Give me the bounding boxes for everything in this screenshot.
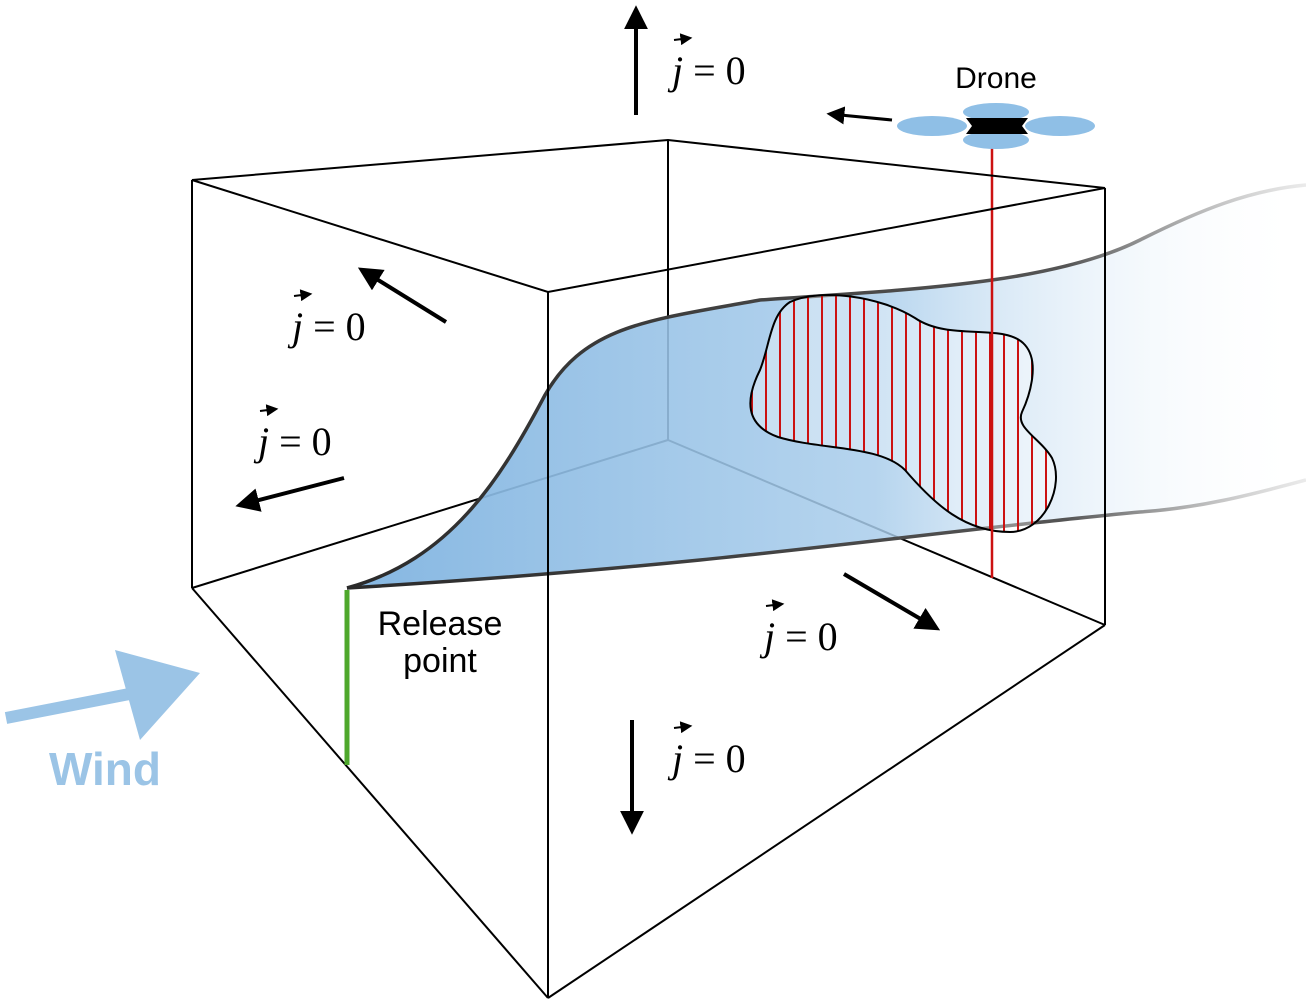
cube-front-edges [191,138,1106,999]
flux-equation-left: j = 0 [253,404,332,464]
drone-direction-arrow [826,106,893,125]
flux-arrow-left [235,476,345,512]
svg-text:j = 0: j = 0 [667,48,746,93]
svg-text:j = 0: j = 0 [253,419,332,464]
release-point-label-line1: Release [378,605,503,643]
svg-text:j = 0: j = 0 [287,304,366,349]
flux-equation-bottom: j = 0 [667,721,746,781]
plume-lower-edge [346,478,1306,590]
flux-equation-right-bottom: j = 0 [759,599,838,659]
svg-text:j = 0: j = 0 [759,614,838,659]
flux-equation-top: j = 0 [667,33,746,93]
drone-icon [897,103,1095,149]
wind-arrow [4,650,200,740]
plume [347,185,1306,588]
svg-text:j = 0: j = 0 [667,736,746,781]
wind-label: Wind [49,743,161,795]
drone-label: Drone [955,62,1037,95]
flux-equation-back-left: j = 0 [287,289,366,349]
flux-arrow-right-bottom [842,572,941,631]
flux-arrow-back-left [357,267,448,324]
release-point-label-line2: point [403,642,477,680]
plume-upper-edge [346,183,1306,590]
